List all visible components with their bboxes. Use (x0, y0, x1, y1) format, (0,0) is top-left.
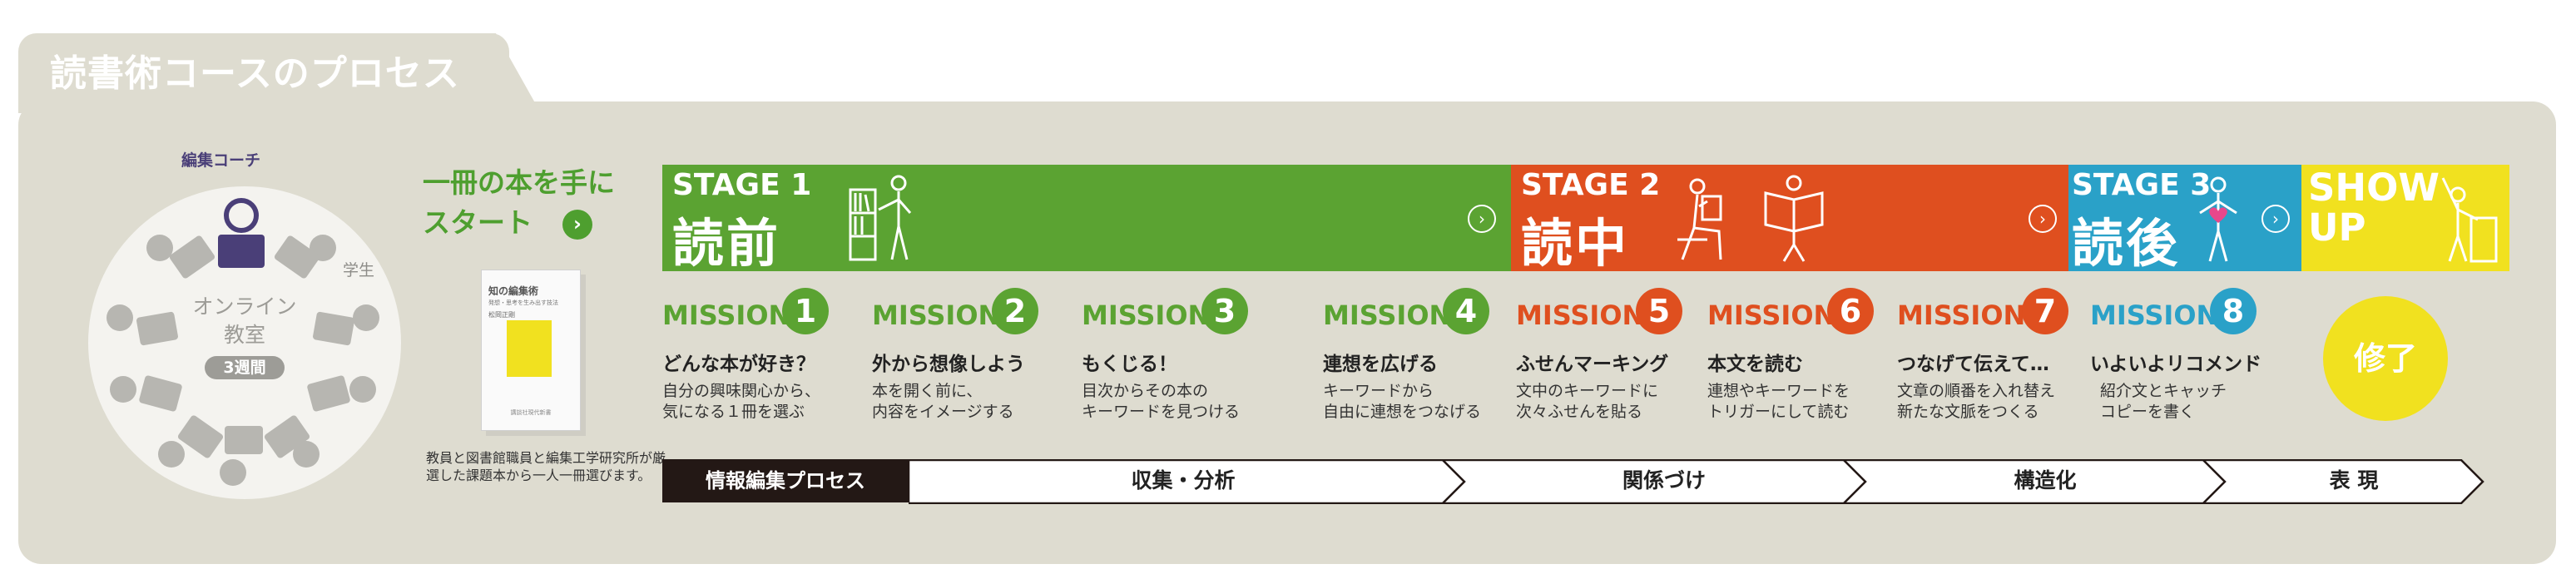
mission-4-heading: MISSION 4 (1323, 288, 1498, 338)
student-icon (107, 304, 133, 331)
mission-1-title: どんな本が好き？ (662, 354, 815, 375)
book-title: 知の編集術 (488, 285, 539, 297)
mission-number: 3 (1201, 288, 1248, 334)
book-publisher: 講談社現代新書 (510, 409, 552, 416)
show-up-banner: SHOW UP (2301, 165, 2509, 271)
mission-8-heading: MISSION 8 (2090, 288, 2265, 338)
mission-number: 5 (1636, 288, 1682, 334)
bookshelf-person-icon (849, 175, 912, 261)
mission-label: MISSION (1897, 299, 2026, 331)
mission-1-desc: 自分の興味関心から、気になる１冊を選ぶ (662, 382, 821, 421)
process-heading: 情報編集プロセス (662, 459, 909, 502)
mission-3-heading: MISSION 3 (1082, 288, 1256, 338)
process-step-3: 構造化 (2014, 468, 2077, 492)
book-cover: 知の編集術 発想・思考を生み出す技法 松岡正剛 講談社現代新書 (481, 270, 581, 431)
mission-number: 2 (992, 288, 1038, 334)
mission-4-desc: キーワードから自由に連想をつなげる (1323, 382, 1482, 421)
mission-label: MISSION (1516, 299, 1645, 331)
mission-6-title: 本文を読む (1707, 354, 1803, 375)
book-cover-art (507, 320, 552, 377)
mission-6-desc: 連想やキーワードをトリガーにして読む (1707, 382, 1850, 421)
student-icon (353, 304, 379, 331)
mission-1-heading: MISSION 1 (662, 288, 837, 338)
book-subtitle: 発想・思考を生み出す技法 (488, 299, 558, 306)
reading-person-icon (1677, 178, 1722, 260)
stage-label: STAGE 2 (1521, 168, 1661, 202)
page-title: 読書術コースのプロセス (50, 52, 460, 95)
book-author: 松岡正剛 (488, 311, 515, 319)
stage-arrow-icon: › (2261, 205, 2290, 233)
mission-number: 1 (782, 288, 829, 334)
mission-7-desc: 文章の順番を入れ替え新たな文脈をつくる (1897, 382, 2056, 421)
student-icon (220, 459, 246, 486)
mission-6-heading: MISSION 6 (1707, 288, 1882, 338)
completion-badge: 修了 (2323, 296, 2448, 421)
stage-label: STAGE 3 (2072, 168, 2212, 202)
mission-number: 4 (1443, 288, 1489, 334)
mission-4-title: 連想を広げる (1323, 354, 1438, 375)
mission-label: MISSION (2090, 299, 2219, 331)
presenting-person-icon (2441, 177, 2498, 263)
process-step-2: 関係づけ (1622, 468, 1706, 492)
stage-3-banner: STAGE 3 読後 › (2068, 165, 2301, 274)
stage-name: 読前 (672, 213, 781, 274)
coach-icon (224, 198, 259, 233)
mission-label: MISSION (1707, 299, 1836, 331)
mission-5-title: ふせんマーキング (1516, 354, 1669, 375)
mission-5-heading: MISSION 5 (1516, 288, 1691, 338)
mission-2-title: 外から想像しよう (872, 354, 1025, 375)
process-step-4-shape (2201, 459, 2484, 504)
stage-label: STAGE 1 (672, 168, 812, 202)
coach-label: 編集コーチ (181, 151, 261, 170)
process-step-1: 収集・分析 (1131, 468, 1236, 492)
mission-2-desc: 本を開く前に、内容をイメージする (872, 382, 1014, 421)
start-arrow-icon: › (562, 210, 592, 240)
mission-8-desc: 紹介文とキャッチコピーを書く (2100, 382, 2227, 421)
mission-7-heading: MISSION 7 (1897, 288, 2072, 338)
mission-5-desc: 文中のキーワードに次々ふせんを貼る (1516, 382, 1659, 421)
heart-person-icon (2199, 176, 2237, 262)
mission-7-title: つなげて伝えて… (1897, 354, 2049, 375)
mission-label: MISSION (1323, 299, 1452, 331)
process-arrow-bar (909, 459, 2484, 504)
stage-name: 読中 (1521, 213, 1630, 274)
start-heading: 一冊の本を手に スタート (423, 166, 615, 239)
stage-name: SHOW UP (2308, 166, 2440, 250)
student-label: 学生 (343, 261, 375, 280)
mission-label: MISSION (662, 299, 791, 331)
mission-label: MISSION (872, 299, 1001, 331)
stage-1-banner: STAGE 1 読前 › (662, 165, 1511, 274)
stage-name: 読後 (2072, 213, 2181, 274)
online-classroom-title: オンライン 教室 (192, 294, 297, 347)
open-book-person-icon (1764, 175, 1824, 262)
mission-3-desc: 目次からその本のキーワードを見つける (1082, 382, 1241, 421)
mission-number: 6 (1827, 288, 1874, 334)
student-icon (110, 376, 136, 403)
mission-number: 8 (2210, 288, 2256, 334)
duration-badge: 3週間 (205, 356, 285, 379)
mission-2-heading: MISSION 2 (872, 288, 1047, 338)
mission-8-title: いよいよリコメンド (2090, 354, 2262, 375)
student-icon (158, 441, 185, 468)
mission-number: 7 (2022, 288, 2068, 334)
stage-arrow-icon: › (1468, 205, 1496, 233)
coach-desk-icon (218, 235, 265, 268)
book-selection-note: 教員と図書館職員と編集工学研究所が厳選した課題本から一人一冊選びます。 (426, 450, 666, 483)
header-tab (18, 33, 509, 113)
mission-label: MISSION (1082, 299, 1211, 331)
mission-3-title: もくじる！ (1082, 354, 1177, 375)
student-desk-icon (225, 426, 263, 454)
stage-2-banner: STAGE 2 読中 › (1511, 165, 2068, 274)
process-step-4: 表 現 (2329, 468, 2379, 492)
student-icon (349, 376, 376, 403)
stage-arrow-icon: › (2029, 205, 2057, 233)
